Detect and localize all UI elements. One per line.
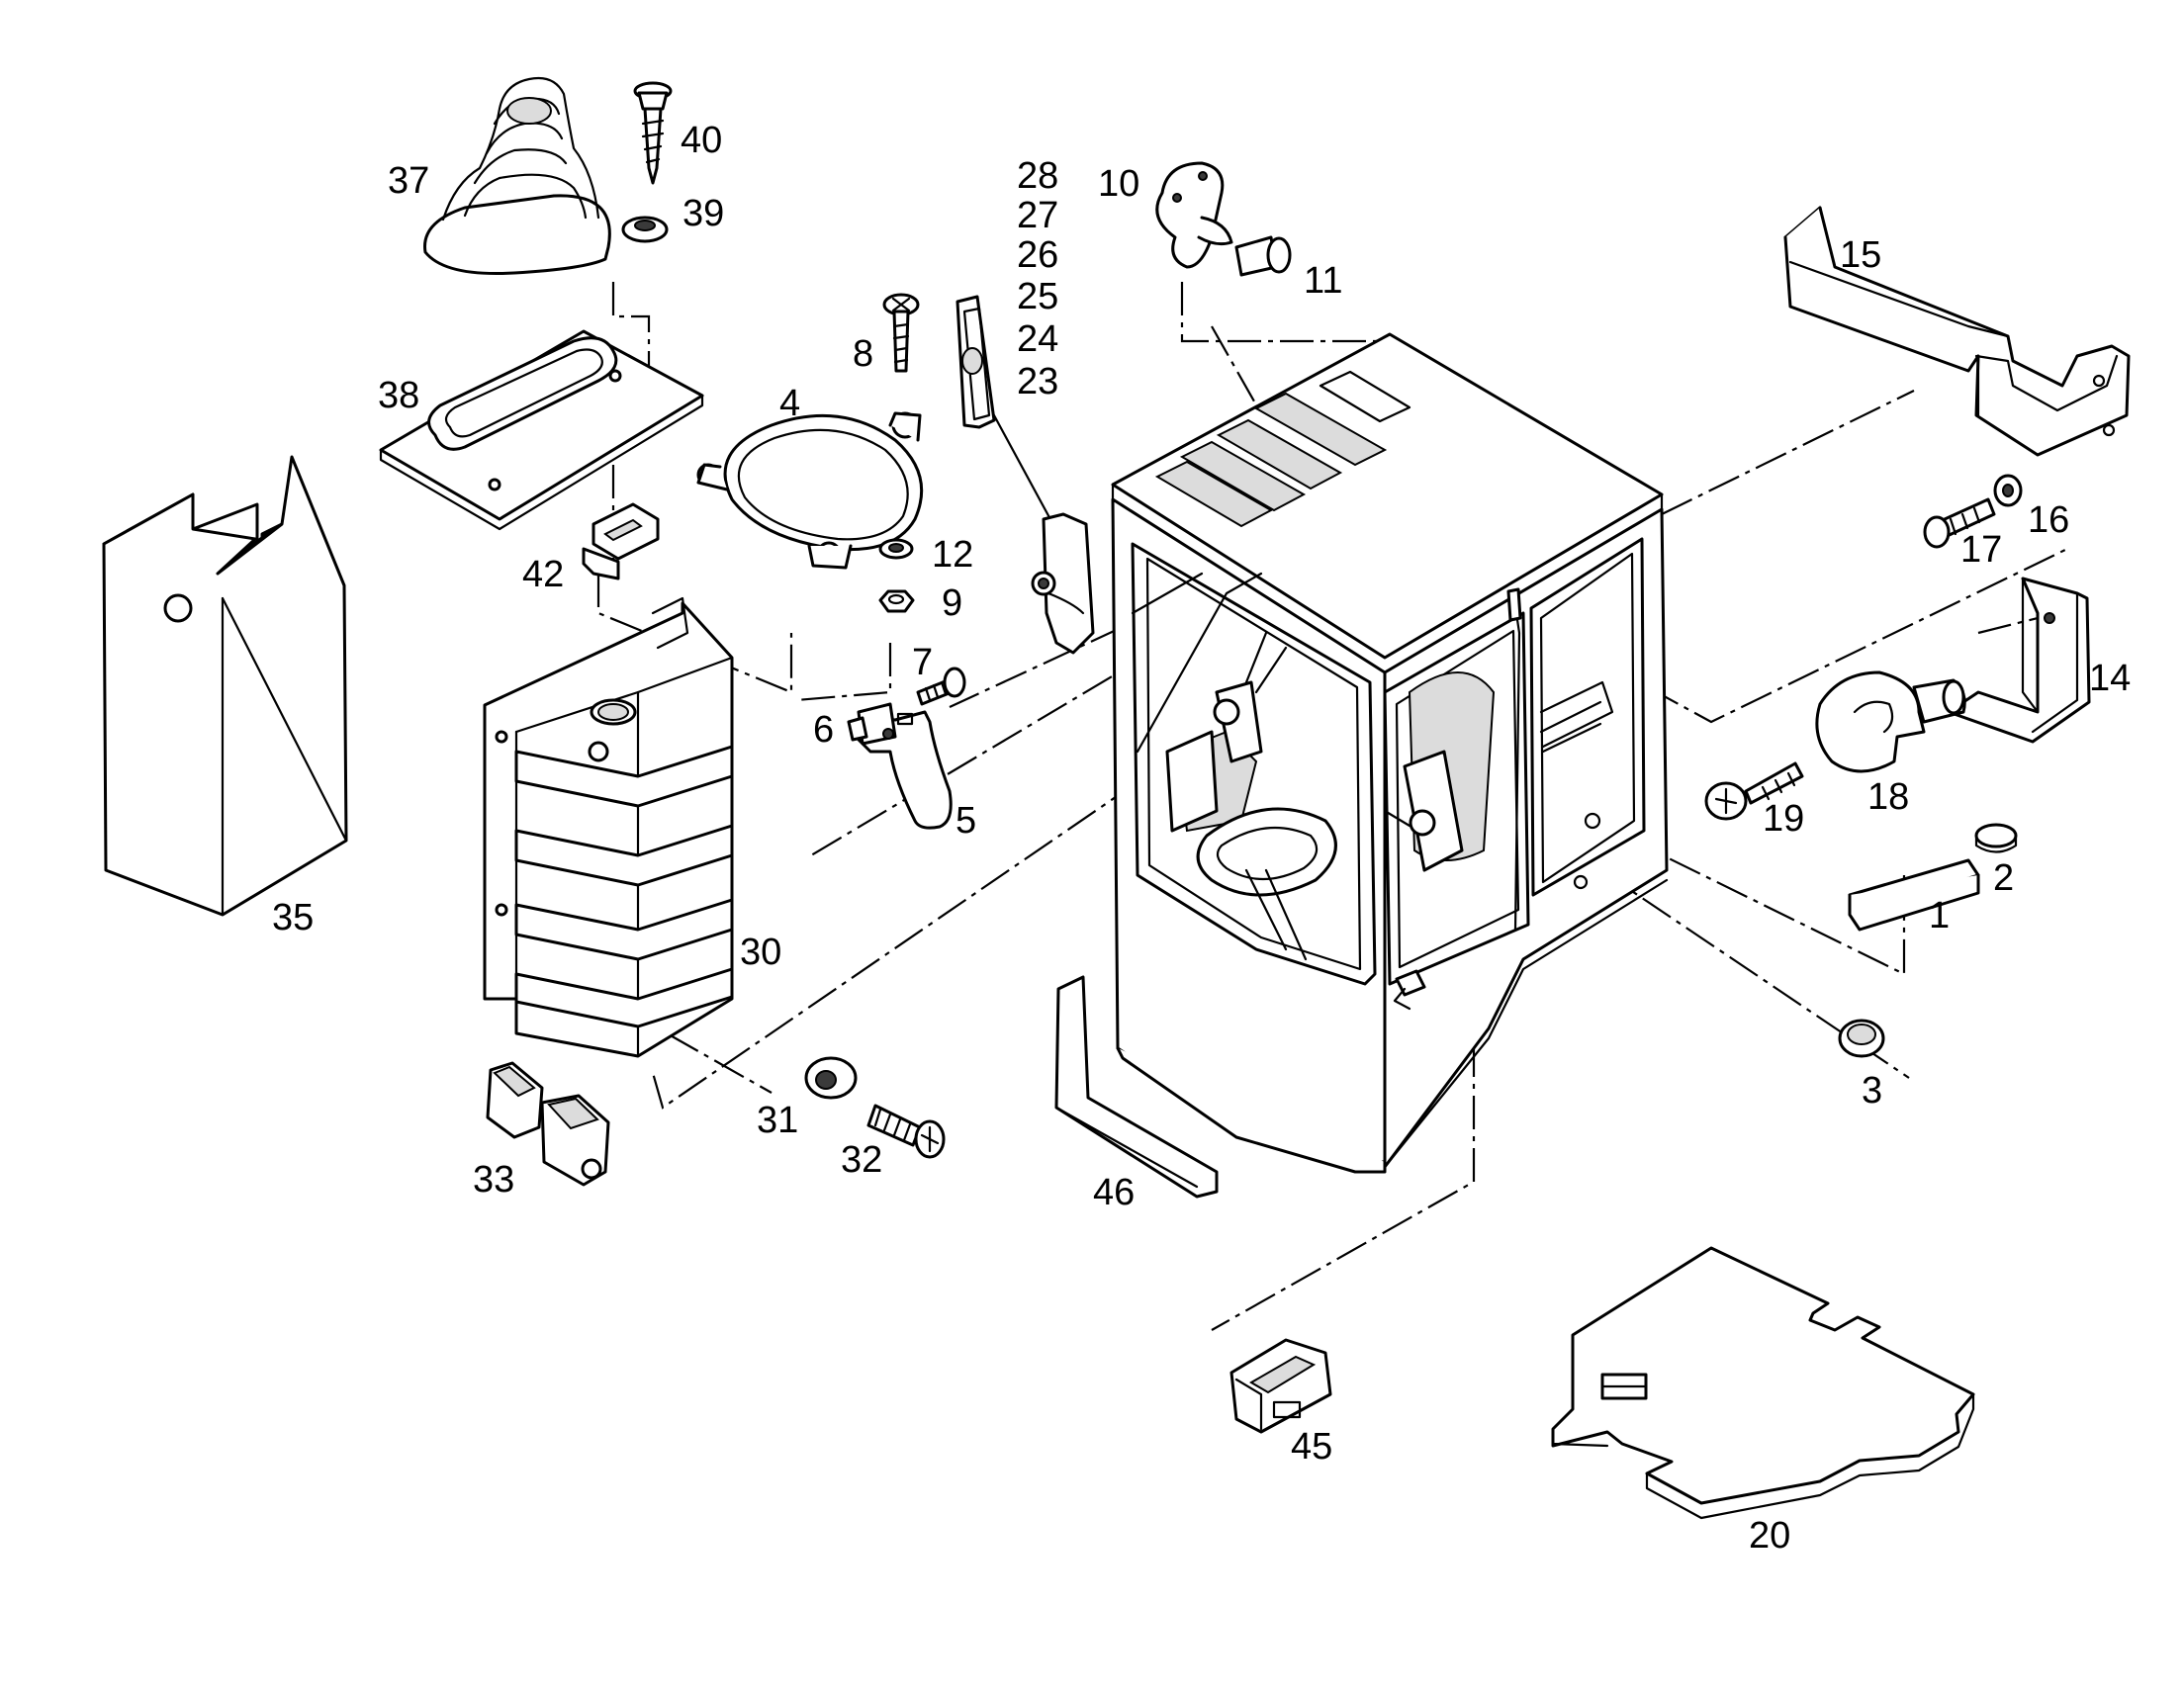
callout-10: 10 xyxy=(1098,163,1139,205)
callout-19: 19 xyxy=(1763,798,1804,840)
part-19-bolt xyxy=(1704,761,1804,821)
callout-27: 27 xyxy=(1017,195,1058,236)
part-16-washer xyxy=(1993,474,2023,507)
callout-20: 20 xyxy=(1749,1515,1790,1557)
callout-14: 14 xyxy=(2089,658,2131,699)
callout-23: 23 xyxy=(1017,361,1058,402)
callout-24: 24 xyxy=(1017,318,1058,360)
callout-18: 18 xyxy=(1867,776,1909,818)
callout-40: 40 xyxy=(681,120,722,161)
part-37-rubber-boot xyxy=(423,76,611,276)
part-10-door-handle xyxy=(1155,161,1233,269)
part-38-cover-plate xyxy=(379,329,704,531)
callout-15: 15 xyxy=(1840,234,1881,276)
callout-3: 3 xyxy=(1862,1070,1882,1112)
part-2-cap xyxy=(1974,823,2018,853)
callout-46: 46 xyxy=(1093,1172,1135,1213)
callout-26: 26 xyxy=(1017,234,1058,276)
part-31-washer xyxy=(804,1056,858,1100)
callout-39: 39 xyxy=(682,193,724,234)
part-11-pin xyxy=(1234,235,1292,277)
part-40-screw xyxy=(633,81,673,185)
part-6-visor-clip xyxy=(847,702,914,746)
part-33-clamp xyxy=(486,1061,610,1187)
callout-7: 7 xyxy=(912,642,933,683)
part-15-handrail xyxy=(1783,206,2131,457)
callout-9: 9 xyxy=(942,582,962,624)
callout-16: 16 xyxy=(2028,499,2069,541)
part-9-nut xyxy=(878,589,915,613)
callout-37: 37 xyxy=(388,160,429,202)
callout-45: 45 xyxy=(1291,1426,1332,1468)
part-23-28-mirror-assembly xyxy=(956,295,1095,655)
part-1-key xyxy=(1848,858,1980,932)
part-20-floor-mat xyxy=(1551,1246,1975,1520)
callout-6: 6 xyxy=(813,709,834,751)
part-14-bracket xyxy=(1947,577,2091,744)
part-18-clamp xyxy=(1815,670,1966,773)
part-45-switch xyxy=(1229,1338,1332,1434)
part-3-plug xyxy=(1838,1019,1885,1058)
callout-8: 8 xyxy=(853,333,873,375)
callout-42: 42 xyxy=(522,554,564,595)
callout-17: 17 xyxy=(1960,529,2002,571)
callout-28: 28 xyxy=(1017,155,1058,197)
callout-11: 11 xyxy=(1304,260,1342,302)
callout-25: 25 xyxy=(1017,276,1058,317)
callout-32: 32 xyxy=(841,1139,882,1181)
callout-labels: 40 37 39 38 42 35 30 33 31 32 8 4 12 9 7… xyxy=(272,120,2131,1557)
callout-5: 5 xyxy=(956,800,976,842)
part-30-console-housing xyxy=(483,596,734,1058)
part-17-bolt xyxy=(1923,497,1996,549)
part-7-screw xyxy=(916,667,966,706)
callout-4: 4 xyxy=(779,383,800,424)
part-32-bolt xyxy=(866,1104,946,1159)
callout-38: 38 xyxy=(378,375,419,416)
callout-31: 31 xyxy=(757,1100,798,1141)
part-46-seal-strip xyxy=(1054,975,1219,1199)
part-8-screw xyxy=(882,293,920,373)
part-42-clip xyxy=(582,502,660,580)
callout-12: 12 xyxy=(932,534,973,576)
operator-cab xyxy=(1111,332,1669,1174)
part-39-grommet xyxy=(621,216,669,243)
part-35-side-panel xyxy=(102,455,348,917)
callout-35: 35 xyxy=(272,897,314,938)
callout-30: 30 xyxy=(740,932,781,973)
callout-1: 1 xyxy=(1929,895,1950,936)
part-12-washer xyxy=(878,538,914,560)
callout-2: 2 xyxy=(1993,857,2014,899)
callout-33: 33 xyxy=(473,1159,514,1201)
